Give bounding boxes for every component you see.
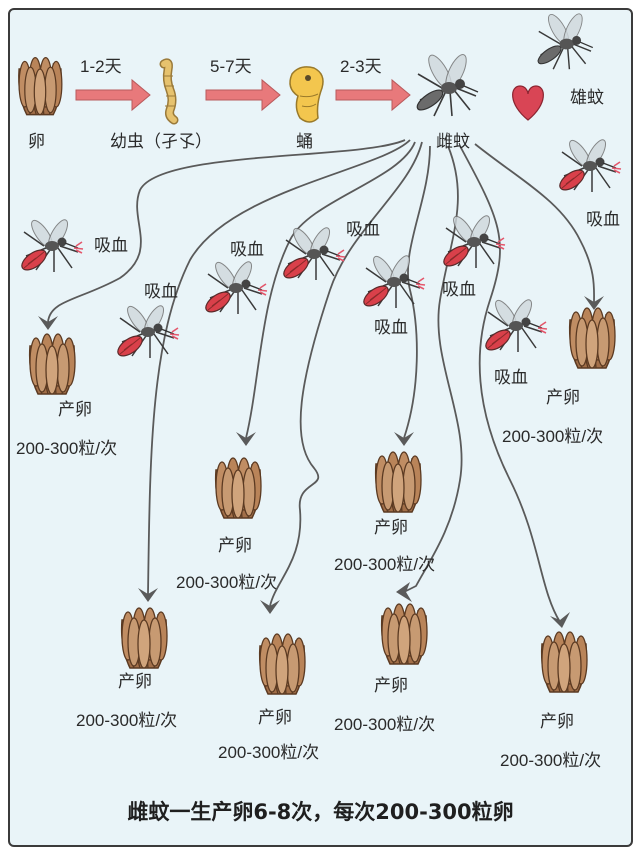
blood-mosquito-icon [201, 258, 268, 317]
arrow-egg-to-larva [75, 78, 151, 112]
pupa-icon [289, 66, 324, 123]
eggs-per-batch-label: 200-300粒/次 [76, 711, 178, 730]
stage-label-larva: 幼虫（孑孓） [110, 132, 212, 152]
duration-egg-to-larva: 1-2天 [80, 57, 122, 76]
egg-cluster-icon [540, 631, 588, 693]
eggs-per-batch-label: 200-300粒/次 [502, 427, 604, 446]
heart-icon [512, 85, 544, 121]
branch-paths [47, 139, 595, 623]
blood-mosquito-icon [555, 136, 622, 195]
branch-arrowheads [38, 296, 604, 628]
egg-cluster-icon [120, 607, 168, 669]
lay-eggs-label: 产卵 [374, 518, 408, 538]
eggs-per-batch-label: 200-300粒/次 [218, 743, 320, 762]
larva-icon [159, 58, 179, 125]
blood-mosquito-icon [359, 252, 426, 311]
egg-cluster-icon [258, 633, 306, 695]
eggs-per-batch-label: 200-300粒/次 [334, 715, 436, 734]
duration-pupa-to-adult: 2-3天 [340, 57, 382, 76]
lay-eggs-label: 产卵 [58, 400, 92, 420]
egg-cluster-icon [568, 307, 616, 369]
blood-meal-label: 吸血 [494, 368, 528, 388]
eggs-per-batch-label: 200-300粒/次 [176, 573, 278, 592]
page-title: 雌蚊一生产卵6-8次，每次200-300粒卵 [127, 800, 514, 824]
lay-eggs-label: 产卵 [118, 672, 152, 692]
blood-mosquito-icon [279, 224, 346, 283]
stage-label-male: 雄蚊 [570, 88, 604, 108]
egg-icon [18, 56, 63, 116]
blood-meal-label: 吸血 [94, 236, 128, 256]
eggs-per-batch-label: 200-300粒/次 [334, 555, 436, 574]
blood-meal-label: 吸血 [442, 280, 476, 300]
male-mosquito-icon [534, 10, 594, 70]
blood-mosquito-icon [481, 296, 548, 355]
stage-label-pupa: 蛹 [296, 132, 313, 152]
lay-eggs-label: 产卵 [540, 712, 574, 732]
diagram-frame [8, 8, 633, 847]
eggs-per-batch-label: 200-300粒/次 [16, 439, 118, 458]
blood-meal-label: 吸血 [346, 220, 380, 240]
lay-eggs-label: 产卵 [374, 676, 408, 696]
egg-cluster-icon [374, 451, 422, 513]
egg-cluster-icon [214, 457, 262, 519]
lay-eggs-label: 产卵 [218, 536, 252, 556]
egg-cluster-icon [380, 603, 428, 665]
arrow-pupa-to-adult [335, 78, 411, 112]
female-mosquito-icon [413, 51, 479, 117]
egg-cluster-icon [28, 333, 76, 395]
blood-mosquito-icon [113, 302, 180, 361]
blood-meal-label: 吸血 [374, 318, 408, 338]
arrow-larva-to-pupa [205, 78, 281, 112]
blood-meal-label: 吸血 [586, 210, 620, 230]
stage-label-female: 雌蚊 [436, 132, 470, 152]
blood-mosquito-icon [17, 216, 84, 275]
stage-label-egg: 卵 [28, 132, 45, 152]
blood-meal-label: 吸血 [144, 282, 178, 302]
eggs-per-batch-label: 200-300粒/次 [500, 751, 602, 770]
duration-larva-to-pupa: 5-7天 [210, 57, 252, 76]
lay-eggs-label: 产卵 [258, 708, 292, 728]
blood-meal-label: 吸血 [230, 240, 264, 260]
lay-eggs-label: 产卵 [546, 388, 580, 408]
